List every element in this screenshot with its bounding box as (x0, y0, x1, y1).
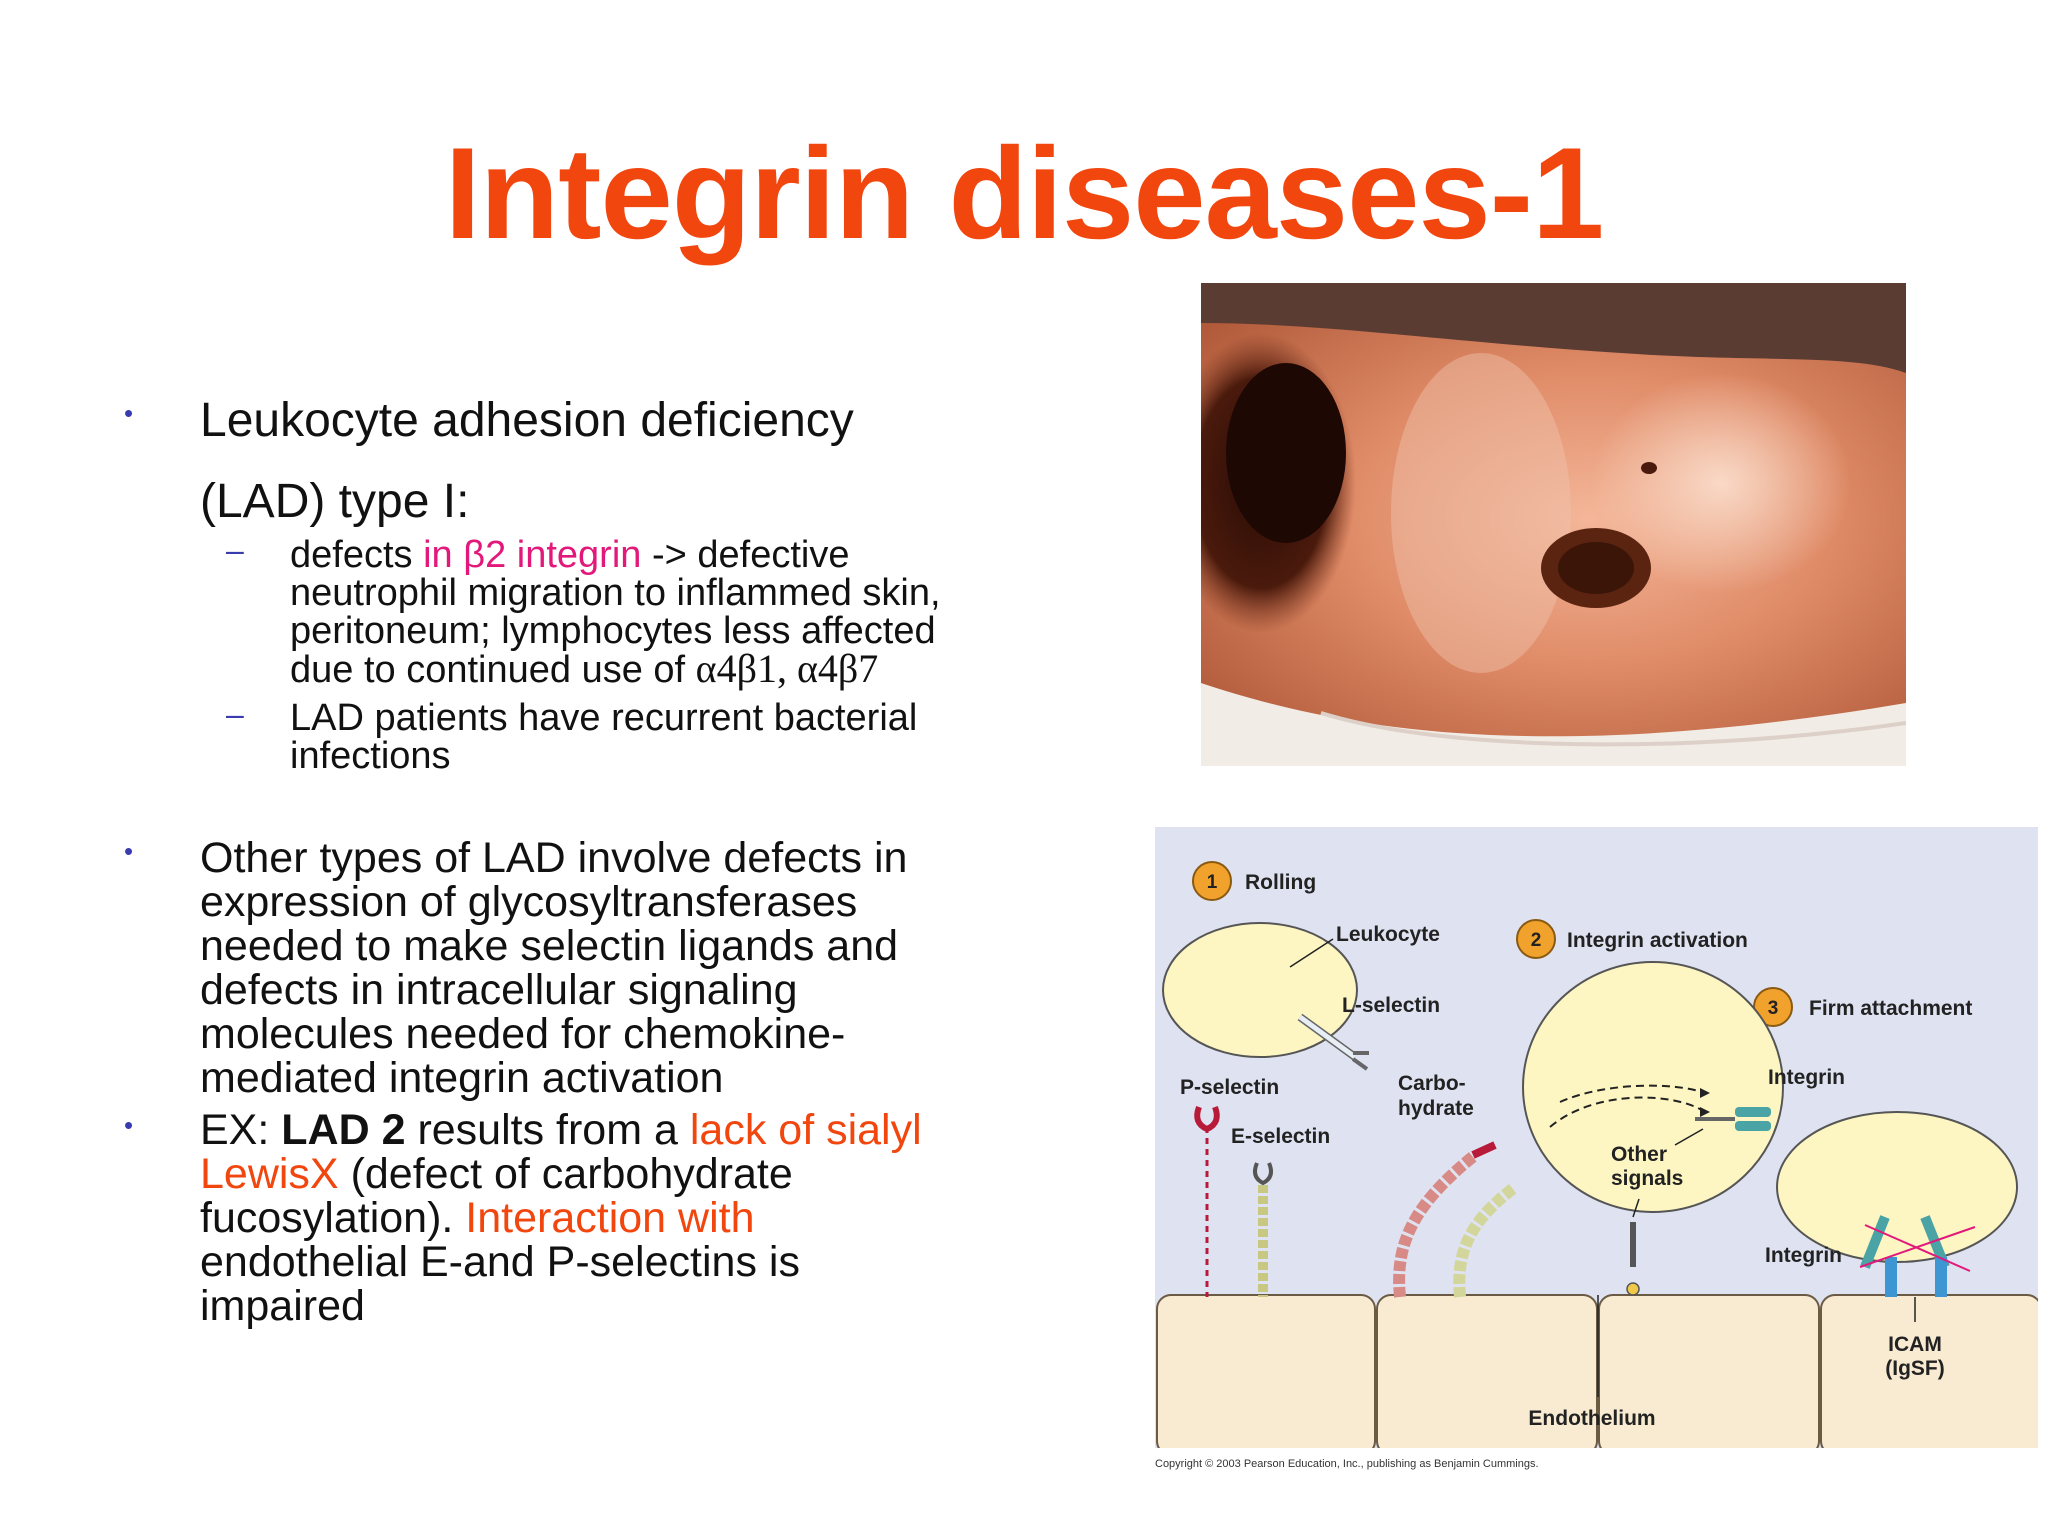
l-selectin-label: L-selectin (1342, 994, 1440, 1017)
icam-label-2: (IgSF) (1885, 1357, 1944, 1380)
step1-number: 1 (1207, 872, 1218, 893)
bullet2-line: Other types of LAD involve defects in (200, 834, 908, 882)
step3-label: Firm attachment (1809, 997, 1972, 1020)
bullet1-line2: (LAD) type I: (200, 475, 470, 528)
bullet-marker: • (124, 398, 134, 428)
l-selectin-molecule (1297, 1013, 1369, 1071)
sub1-line4: due to continued use of α4β1, α4β7 (290, 646, 879, 691)
step3-number: 3 (1768, 998, 1779, 1019)
other-signals-label-1: Other (1611, 1143, 1667, 1166)
bullet3-line5: impaired (200, 1282, 365, 1330)
sub1-line3: peritoneum; lymphocytes less affected (290, 610, 936, 652)
step2-number: 2 (1531, 930, 1542, 951)
bullet1-line1: Leukocyte adhesion deficiency (200, 394, 854, 447)
slide-title: Integrin diseases-1 (444, 120, 1605, 266)
sub1-line2: neutrophil migration to inflammed skin, (290, 572, 941, 614)
sub2-line2: infections (290, 735, 451, 777)
bullet2-line: defects in intracellular signaling (200, 966, 798, 1014)
sub-bullet-dash: – (226, 696, 244, 732)
integrin-label-top: Integrin (1768, 1066, 1845, 1089)
bullet3-line1: EX: LAD 2 results from a lack of sialyl (200, 1106, 922, 1154)
p-selectin-molecule (1194, 1105, 1220, 1297)
endothelium-label: Endothelium (1528, 1407, 1655, 1430)
p-selectin-label: P-selectin (1180, 1076, 1279, 1099)
bullet-marker: • (124, 1110, 134, 1140)
icam-label-1: ICAM (1888, 1333, 1942, 1356)
bullet3-line2: LewisX (defect of carbohydrate (200, 1150, 793, 1198)
bullet2-line: mediated integrin activation (200, 1054, 724, 1102)
e-selectin-molecule (1253, 1162, 1273, 1297)
bullet2-line: molecules needed for chemokine- (200, 1010, 846, 1058)
copyright-notice: Copyright © 2003 Pearson Education, Inc.… (1155, 1458, 1539, 1470)
carbohydrate-label-1: Carbo- (1398, 1072, 1466, 1095)
sub2-line1: LAD patients have recurrent bacterial (290, 697, 918, 739)
other-signals-label-2: signals (1611, 1167, 1683, 1190)
carbohydrate-label-2: hydrate (1398, 1097, 1474, 1120)
step1-label: Rolling (1245, 871, 1316, 894)
bullet2-line: needed to make selectin ligands and (200, 922, 899, 970)
step2-label: Integrin activation (1567, 929, 1748, 952)
sub1-line1: defects in β2 integrin -> defective (290, 534, 850, 576)
leukocyte-label: Leukocyte (1336, 923, 1440, 946)
bullet2-line: expression of glycosyltransferases (200, 878, 858, 926)
e-selectin-label: E-selectin (1231, 1125, 1330, 1148)
clinical-skin-lesion-photo (1201, 283, 1906, 766)
bullet-marker: • (124, 836, 134, 866)
integrin-label-bottom: Integrin (1765, 1244, 1842, 1267)
integrin-icam-binding (1859, 1215, 1976, 1297)
leukocyte-adhesion-diagram: 1 Rolling 2 Integrin activation 3 Firm a… (1155, 827, 2042, 1456)
integrin-molecule-active (1695, 1107, 1771, 1131)
sub-bullet-dash: – (226, 532, 244, 568)
bullet3-line3: fucosylation). Interaction with (200, 1194, 755, 1242)
bullet3-line4: endothelial E-and P-selectins is (200, 1238, 800, 1286)
